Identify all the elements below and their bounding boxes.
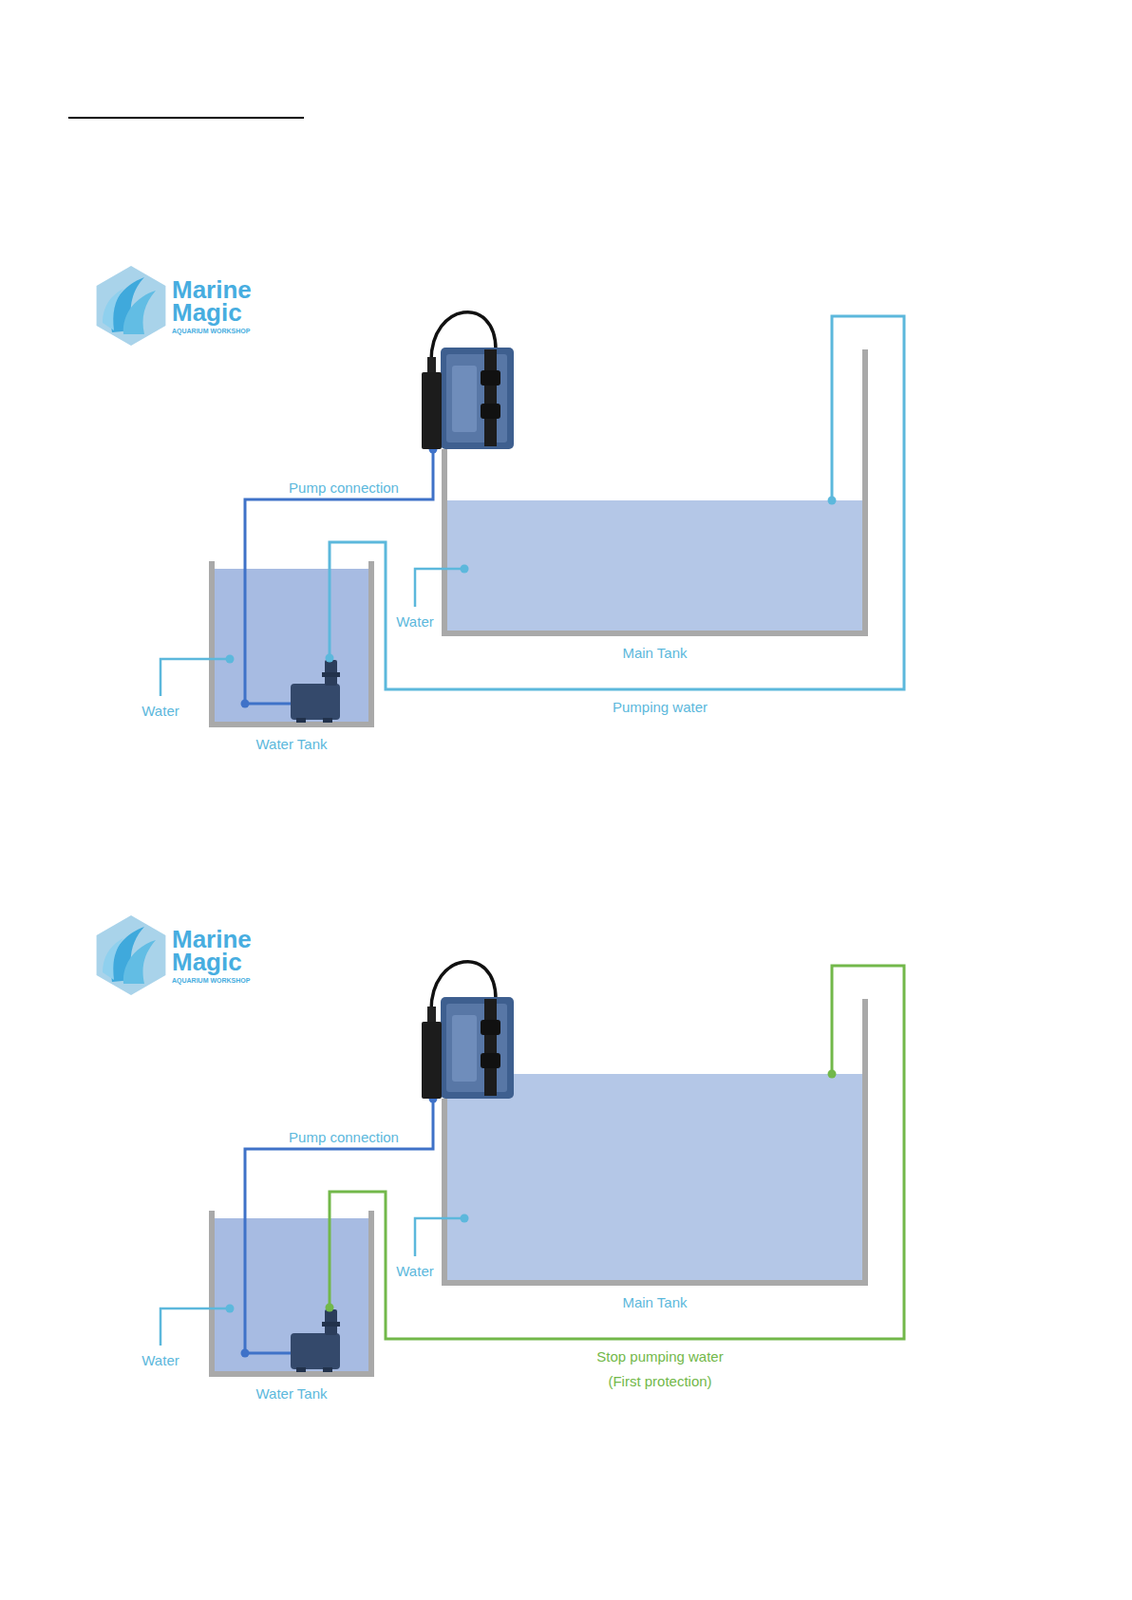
tank-label: Main Tank xyxy=(422,644,887,661)
pump-outlet xyxy=(321,1321,340,1327)
pump-outlet xyxy=(321,672,340,678)
logo-wave xyxy=(123,290,156,335)
pump-foot xyxy=(296,717,306,723)
pump-tube xyxy=(480,370,501,386)
pump-wire xyxy=(245,1098,434,1354)
pump-body xyxy=(290,683,340,720)
main-water xyxy=(447,500,863,631)
pump-head xyxy=(446,1003,508,1093)
pump-tube xyxy=(480,1053,501,1069)
leader-dot xyxy=(226,1304,235,1314)
heading-rule xyxy=(68,116,304,119)
leader-dot xyxy=(460,565,470,574)
pump-foot xyxy=(322,1367,333,1373)
leader-dot xyxy=(460,1214,470,1224)
sensor-dot xyxy=(828,1070,837,1079)
pump-foot xyxy=(322,717,333,723)
pump-body xyxy=(290,1333,340,1370)
hose xyxy=(328,561,332,659)
hose-dot xyxy=(325,1303,335,1313)
wire-label: Pump connection xyxy=(288,479,399,496)
hose-connector xyxy=(329,316,905,690)
hose-connector xyxy=(329,965,905,1340)
water-label: Water xyxy=(141,1352,179,1369)
water-label: Water xyxy=(141,702,179,719)
pump-tube xyxy=(484,999,497,1096)
tank: Main Tank xyxy=(441,999,868,1286)
pump-head xyxy=(446,354,508,443)
hose xyxy=(328,1210,332,1308)
edge-label: Stop pumping water (First protection) xyxy=(584,1343,736,1397)
tank-label: Main Tank xyxy=(422,1294,887,1311)
sensor-dot xyxy=(828,496,837,506)
sensor-wire xyxy=(830,349,834,501)
water-label: Water xyxy=(396,1263,434,1280)
tank: Main Tank xyxy=(441,349,868,637)
water-label: Water xyxy=(396,613,434,630)
logo-text: Magic xyxy=(171,299,243,328)
pump-head xyxy=(440,347,514,450)
logo-wave xyxy=(123,940,156,984)
tank: Water Tank xyxy=(208,561,375,728)
pump-tube xyxy=(484,349,497,447)
controller-box xyxy=(421,372,442,450)
logo-wave xyxy=(102,938,124,981)
leader-line xyxy=(160,659,230,697)
hose-dot xyxy=(325,654,335,663)
logo-hexagon xyxy=(96,265,167,346)
controller-box xyxy=(421,1021,442,1099)
pump-wire xyxy=(245,449,434,704)
tank-water xyxy=(214,568,369,722)
leader-line xyxy=(160,1308,230,1346)
tank-water xyxy=(214,1218,369,1372)
logo-wave xyxy=(102,288,124,331)
pump-foot xyxy=(296,1367,306,1373)
tank-label: Water Tank xyxy=(189,1385,394,1402)
pump-tube xyxy=(480,403,501,419)
tank-label: Water Tank xyxy=(189,735,394,753)
leader-line xyxy=(415,568,465,607)
scene xyxy=(96,915,866,1375)
wire-dot xyxy=(241,699,250,709)
logo-subtext: AQUARIUM WORKSHOP xyxy=(171,327,250,336)
logo-subtext: AQUARIUM WORKSHOP xyxy=(171,977,250,985)
water-tank-wall xyxy=(211,1210,372,1375)
water-tank-wall xyxy=(211,561,372,725)
pump-head xyxy=(452,1015,477,1082)
leader-line xyxy=(415,1218,465,1257)
logo-text: Magic xyxy=(171,948,243,978)
edge-label: Pumping water xyxy=(608,694,712,721)
sensor-wire xyxy=(830,999,834,1075)
pump-tube xyxy=(480,1019,501,1036)
controller-plug xyxy=(427,357,436,374)
leader-dot xyxy=(226,655,235,664)
wire-dot xyxy=(241,1349,250,1359)
main-water xyxy=(447,1074,863,1281)
wire-label: Pump connection xyxy=(288,1129,399,1146)
pump-head xyxy=(440,997,514,1099)
pump-head xyxy=(452,365,477,433)
scene xyxy=(96,265,866,725)
tank: Water Tank xyxy=(208,1210,375,1378)
controller-plug xyxy=(427,1006,436,1023)
logo-hexagon xyxy=(96,915,167,996)
